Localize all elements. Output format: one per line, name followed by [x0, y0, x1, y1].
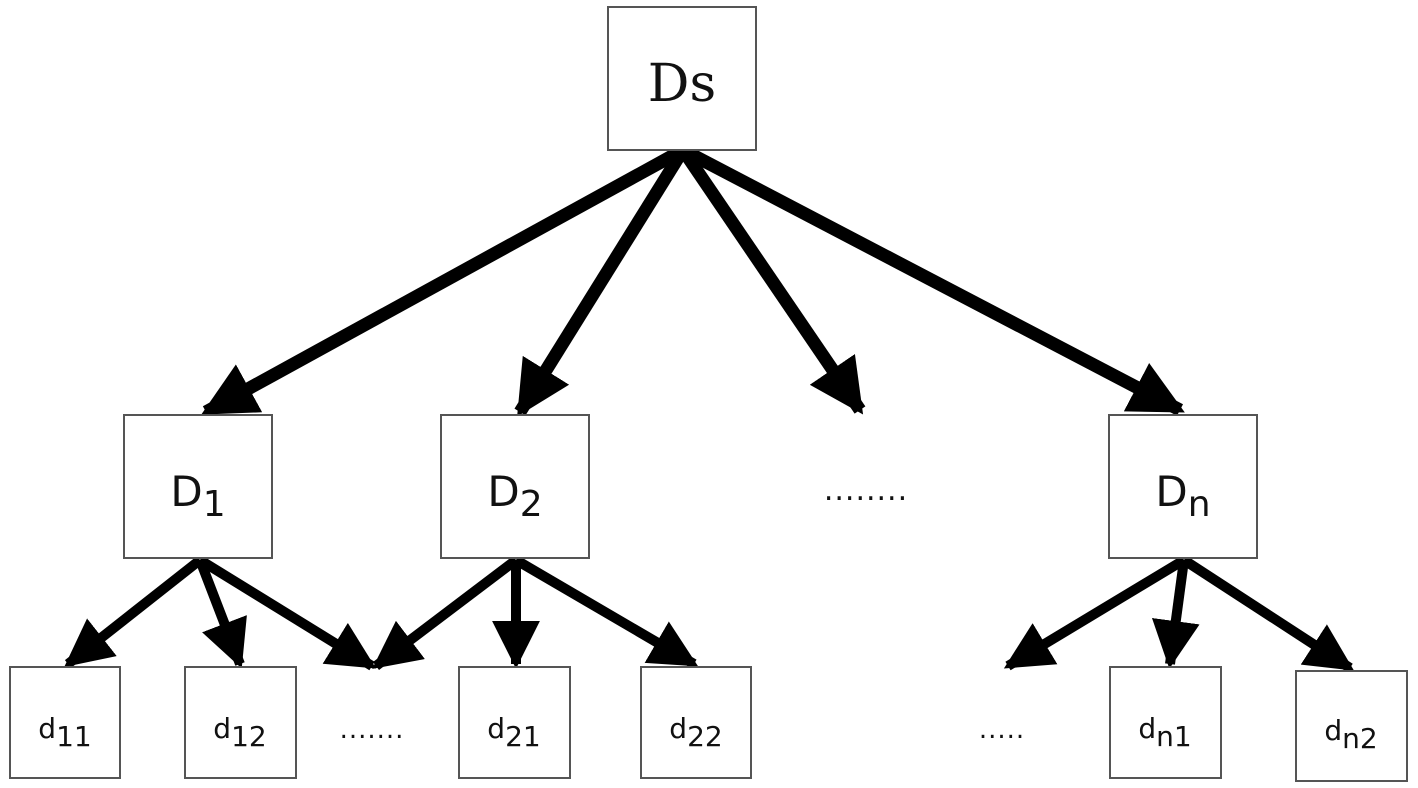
edge-d1-d11 — [64, 556, 204, 668]
node-d1: D1 — [123, 414, 273, 559]
node-d21-label: d21 — [487, 712, 540, 753]
node-d22-label: d22 — [669, 712, 722, 753]
level2-ellipsis-a: ....... — [340, 715, 405, 745]
node-dn2-label: dn2 — [1324, 714, 1377, 755]
edge-root-ellipsis — [677, 146, 866, 415]
node-dn1: dn1 — [1109, 666, 1222, 779]
edge-dn-dn2 — [1181, 555, 1355, 673]
edge-d2-d22 — [513, 555, 699, 669]
root-edges — [201, 144, 1185, 418]
node-d2-label: D2 — [487, 467, 542, 525]
node-dn-label: Dn — [1155, 467, 1210, 525]
node-d1-label: D1 — [170, 467, 225, 525]
edge-dn-ellipsis — [1003, 555, 1187, 671]
level2-ellipsis-b: ..... — [979, 715, 1025, 745]
level1-ellipsis: ........ — [824, 473, 908, 508]
edge-dn-dn1 — [1151, 559, 1200, 669]
node-d12-label: d12 — [213, 712, 266, 753]
d2-edges — [372, 555, 699, 670]
edge-d2-ellipsis — [372, 556, 520, 670]
edge-d1-ellipsis — [197, 555, 377, 671]
edge-d1-d12 — [195, 558, 247, 669]
node-d21: d21 — [458, 666, 571, 779]
d1-edges — [64, 555, 377, 671]
node-root: Ds — [607, 6, 757, 151]
node-d12: d12 — [184, 666, 297, 779]
node-dn: Dn — [1108, 414, 1258, 559]
edge-root-dn — [679, 144, 1185, 416]
node-d2: D2 — [440, 414, 590, 559]
node-root-label: Ds — [648, 54, 716, 114]
node-d22: d22 — [640, 666, 752, 779]
node-d11-label: d11 — [38, 712, 91, 753]
dn-edges — [1003, 555, 1355, 673]
edge-root-d1 — [201, 144, 687, 418]
node-dn2: dn2 — [1295, 670, 1408, 782]
node-dn1-label: dn1 — [1138, 712, 1191, 753]
node-d11: d11 — [9, 666, 121, 779]
edge-root-d2 — [514, 146, 689, 417]
